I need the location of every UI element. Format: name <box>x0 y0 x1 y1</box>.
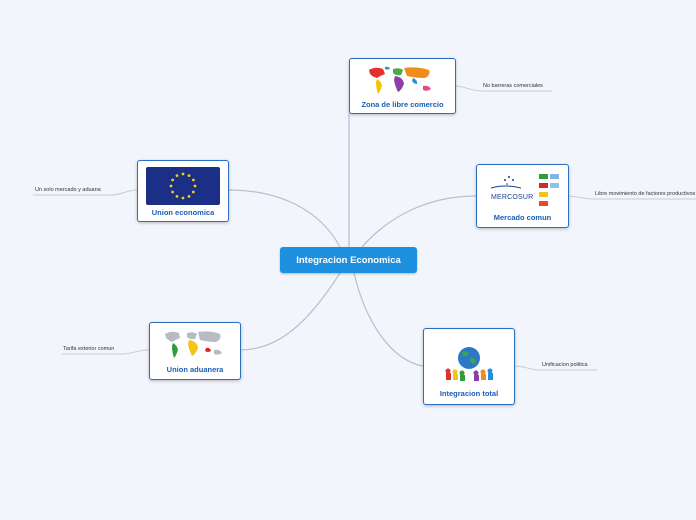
leaf-connector-total <box>513 365 597 371</box>
node-zona-de-libre-comercio[interactable]: Zona de libre comercio <box>349 58 456 114</box>
globe-people-image <box>445 347 493 381</box>
eu-star-icon <box>187 194 191 198</box>
leaf-connector-aduanera <box>62 349 150 355</box>
leaf-libre-movimiento-de-factores[interactable]: Libre movimiento de factores productivos <box>595 191 696 197</box>
leaf-connector-mercado <box>566 195 696 200</box>
leaf-connector-economica <box>33 189 138 196</box>
eu-star-icon <box>193 184 197 188</box>
node-union-economica[interactable]: Union economica <box>137 160 229 222</box>
eu-star-icon <box>187 174 191 178</box>
eu-star-icon <box>181 196 185 200</box>
eu-star-icon <box>191 190 195 194</box>
node-title: Union aduanera <box>166 365 224 374</box>
node-title: Mercado comun <box>493 213 552 222</box>
eu-star-icon <box>175 194 179 198</box>
leaf-un-solo-mercado-y-aduana[interactable]: Un solo mercado y aduana <box>35 187 101 193</box>
leaf-no-barreras-comerciales[interactable]: No barreras comerciales <box>483 83 543 89</box>
mercosur-logo-image <box>490 174 559 206</box>
eu-star-icon <box>181 172 185 176</box>
leaf-connector-zona <box>454 85 552 92</box>
connector-mercado <box>361 195 477 248</box>
world-map-gray-image <box>165 331 222 358</box>
leaf-tarifa-exterior-comun[interactable]: Tarifa exterior comun <box>63 346 115 352</box>
eu-star-icon <box>171 190 175 194</box>
eu-star-icon <box>169 184 173 188</box>
connector-total <box>353 272 424 367</box>
eu-star-icon <box>171 178 175 182</box>
connector-aduanera <box>239 272 341 351</box>
node-title: Zona de libre comercio <box>361 100 444 109</box>
node-title: Integracion total <box>439 389 499 398</box>
leaf-unificacion-politica[interactable]: Unificacion politica <box>542 362 588 368</box>
mercosur-logo-text: MERCOSUR <box>491 194 534 201</box>
eu-flag-image <box>146 167 220 205</box>
eu-star-icon <box>191 178 195 182</box>
connector-economica <box>227 189 341 248</box>
world-map-image <box>369 66 431 94</box>
node-integracion-total[interactable]: Integracion total <box>423 328 515 405</box>
node-union-aduanera[interactable]: Union aduanera <box>149 322 241 380</box>
eu-star-icon <box>175 174 179 178</box>
node-title: Union economica <box>151 208 215 217</box>
central-topic[interactable]: Integracion Economica <box>280 247 417 273</box>
node-mercado-comun[interactable]: MERCOSUR Mercado comun <box>476 164 569 228</box>
